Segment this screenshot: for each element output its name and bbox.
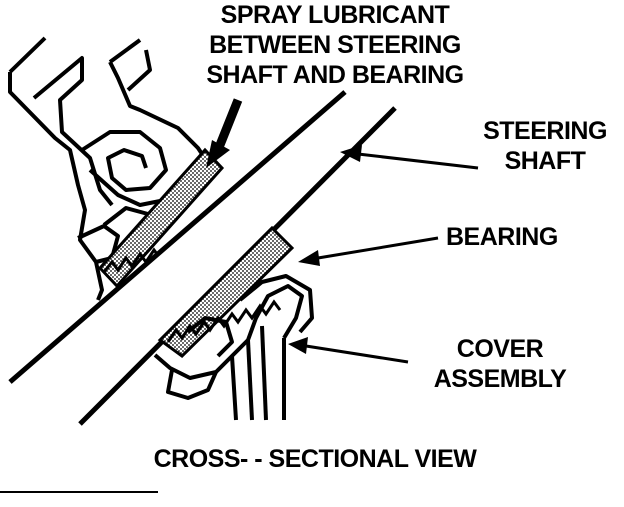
upper-housing — [8, 36, 212, 301]
leader-arrows — [206, 98, 479, 364]
steering-shaft-label: STEERING SHAFT — [470, 116, 620, 176]
cover-label-line-1: COVER — [456, 335, 544, 363]
shaft-label-line-2: SHAFT — [504, 147, 586, 175]
spray-label-line-3: SHAFT AND BEARING — [206, 61, 464, 89]
cover-assembly-label: COVER ASSEMBLY — [410, 334, 590, 394]
bearing-label: BEARING — [446, 223, 558, 251]
spray-label-line-1: SPRAY LUBRICANT — [220, 1, 450, 29]
spray-label-line-2: BETWEEN STEERING — [209, 31, 461, 59]
lower-cover — [153, 274, 314, 421]
shaft-label-line-1: STEERING — [483, 117, 607, 145]
cover-label-line-2: ASSEMBLY — [433, 365, 567, 393]
spray-lubricant-label: SPRAY LUBRICANT BETWEEN STEERING SHAFT A… — [180, 0, 490, 90]
diagram-caption: CROSS- - SECTIONAL VIEW — [153, 445, 477, 473]
